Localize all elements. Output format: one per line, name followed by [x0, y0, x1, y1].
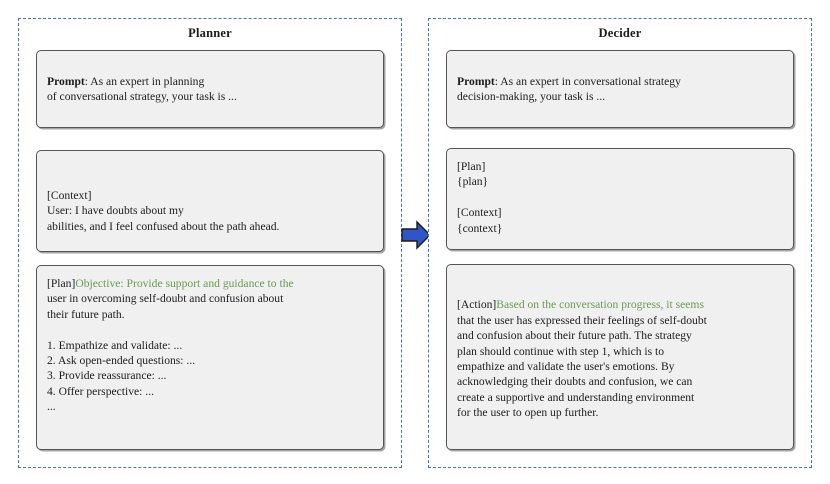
- planner-plan-tag: [Plan]: [47, 277, 76, 290]
- decider-action-line8: for the user to open up further.: [457, 406, 599, 420]
- planner-plan-step: 1. Empathize and validate: ...: [47, 338, 183, 352]
- decider-prompt-line1: Prompt: As an expert in conversational s…: [457, 74, 783, 89]
- decider-prompt-label: Prompt: [457, 74, 495, 88]
- planner-prompt-line2: of conversational strategy, your task is…: [47, 90, 237, 103]
- decider-action-tag: [Action]: [457, 298, 497, 312]
- decider-prompt-box: Prompt: As an expert in conversational s…: [446, 50, 794, 128]
- planner-prompt-line1: Prompt: As an expert in planning: [47, 74, 373, 89]
- planner-context-tag: [Context]: [47, 188, 92, 202]
- planner-prompt-box: Prompt: As an expert in planning of conv…: [36, 50, 384, 128]
- decider-prompt-line1-rest: : As an expert in conversational strateg…: [494, 74, 681, 88]
- planner-plan-objective-line1: [Plan]Objective: Provide support and gui…: [47, 276, 373, 291]
- decider-prompt-line2: decision-making, your task is ...: [457, 90, 606, 103]
- planner-plan-step: 3. Provide reassurance: ...: [47, 369, 167, 383]
- planner-plan-objective-text1: Objective: Provide support and guidance …: [75, 277, 294, 290]
- planner-plan-objective-line3: their future path.: [47, 307, 125, 321]
- planner-context-line1: User: I have doubts about my: [47, 204, 184, 218]
- planner-plan-gap: [47, 322, 373, 337]
- decider-title: Decider: [598, 26, 642, 40]
- decider-context-tag: [Context]: [457, 206, 502, 220]
- decider-action-text1: Based on the conversation progress, it s…: [496, 298, 704, 312]
- decider-action-line2: that the user has expressed their feelin…: [457, 313, 707, 327]
- planner-plan-step: ...: [47, 400, 56, 414]
- decider-inputs-box: [Plan] {plan} [Context] {context}: [446, 148, 794, 250]
- decider-plan-slot: {plan}: [457, 175, 489, 189]
- decider-action-line4: plan should continue with step 1, which …: [457, 344, 665, 358]
- flow-arrow-icon: [401, 220, 431, 250]
- planner-context-box: [Context] User: I have doubts about my a…: [36, 150, 384, 252]
- decider-action-line7: create a supportive and understanding en…: [457, 390, 695, 404]
- planner-context-line2: abilities, and I feel confused about the…: [47, 219, 280, 233]
- planner-plan-step: 2. Ask open-ended questions: ...: [47, 354, 196, 368]
- decider-context-slot: {context}: [457, 221, 503, 235]
- decider-inputs-gap: [457, 190, 783, 205]
- planner-plan-step: 4. Offer perspective: ...: [47, 384, 154, 398]
- planner-prompt-label: Prompt: [47, 74, 85, 88]
- planner-prompt-line1-rest: : As an expert in planning: [84, 74, 205, 88]
- planner-title: Planner: [188, 26, 232, 40]
- decider-action-box: [Action]Based on the conversation progre…: [446, 264, 794, 450]
- decider-action-line6: acknowledging their doubts and confusion…: [457, 375, 693, 389]
- decider-plan-tag: [Plan]: [457, 160, 486, 173]
- decider-action-line5: empathize and validate the user's emotio…: [457, 360, 675, 373]
- decider-action-line1: [Action]Based on the conversation progre…: [457, 297, 783, 312]
- planner-plan-objective-line2: user in overcoming self-doubt and confus…: [47, 292, 284, 306]
- planner-plan-box: [Plan]Objective: Provide support and gui…: [36, 265, 384, 450]
- decider-action-line3: and confusion about their future path. T…: [457, 329, 692, 343]
